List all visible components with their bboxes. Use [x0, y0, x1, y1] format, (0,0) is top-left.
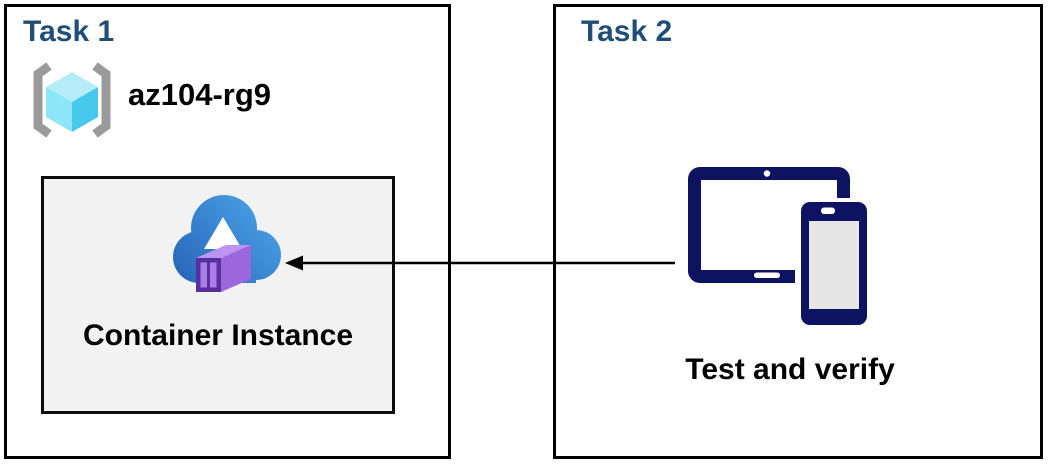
devices-label: Test and verify	[685, 353, 895, 386]
devices-icon	[688, 167, 871, 329]
container-instance-label: Container Instance	[82, 319, 354, 352]
tablet-camera-dot	[763, 170, 771, 177]
task2-box: Task 2 Test and verify	[553, 4, 1043, 459]
phone-speaker	[821, 207, 835, 214]
tablet-home-button	[754, 272, 780, 278]
task1-title: Task 1	[23, 15, 115, 48]
container-instance-icon	[173, 195, 281, 292]
task2-title: Task 2	[581, 15, 673, 48]
resource-group-name: az104-rg9	[128, 77, 272, 112]
container-instance-panel: Container Instance	[41, 176, 395, 414]
task1-box: Task 1 az104-rg9	[4, 4, 451, 459]
resource-group-icon	[33, 62, 111, 138]
